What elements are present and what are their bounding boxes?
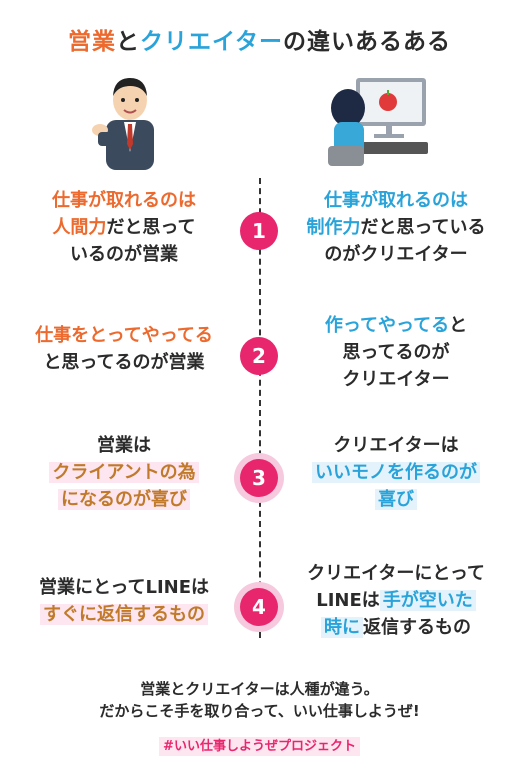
row3-left: 営業は クライアントの為 になるのが喜び [14,432,234,513]
row2-left: 仕事をとってやってる と思ってるのが営業 [35,325,213,373]
row4-right: クリエイターにとって LINEは手が空いた 時に返信するもの [307,563,485,638]
row2-right: 作ってやってると 思ってるのが クリエイター [324,315,468,390]
number-badge-3: 3 [240,459,278,497]
row4-left: 営業にとってLINEは すぐに返信するもの [38,577,210,625]
salesman-illustration [92,78,154,170]
center-divider [259,178,261,638]
creator-illustration [328,78,428,166]
footer-message: 営業とクリエイターは人種が違う。 だからこそ手を取り合って、いい仕事しようぜ! [99,680,420,720]
number-badge-4: 4 [240,588,278,626]
row1-right: 仕事が取れるのは 制作力だと思っている のがクリエイター [306,190,486,265]
number-badge-2: 2 [240,337,278,375]
hashtag: #いい仕事しようぜプロジェクト [0,735,519,756]
page-title: 営業とクリエイターの違いあるある [67,29,452,55]
row1-left: 仕事が取れるのは 人間力だと思って いるのが営業 [52,190,196,265]
row3-right: クリエイターは いいモノを作るのが 喜び [285,432,507,513]
number-badge-1: 1 [240,212,278,250]
